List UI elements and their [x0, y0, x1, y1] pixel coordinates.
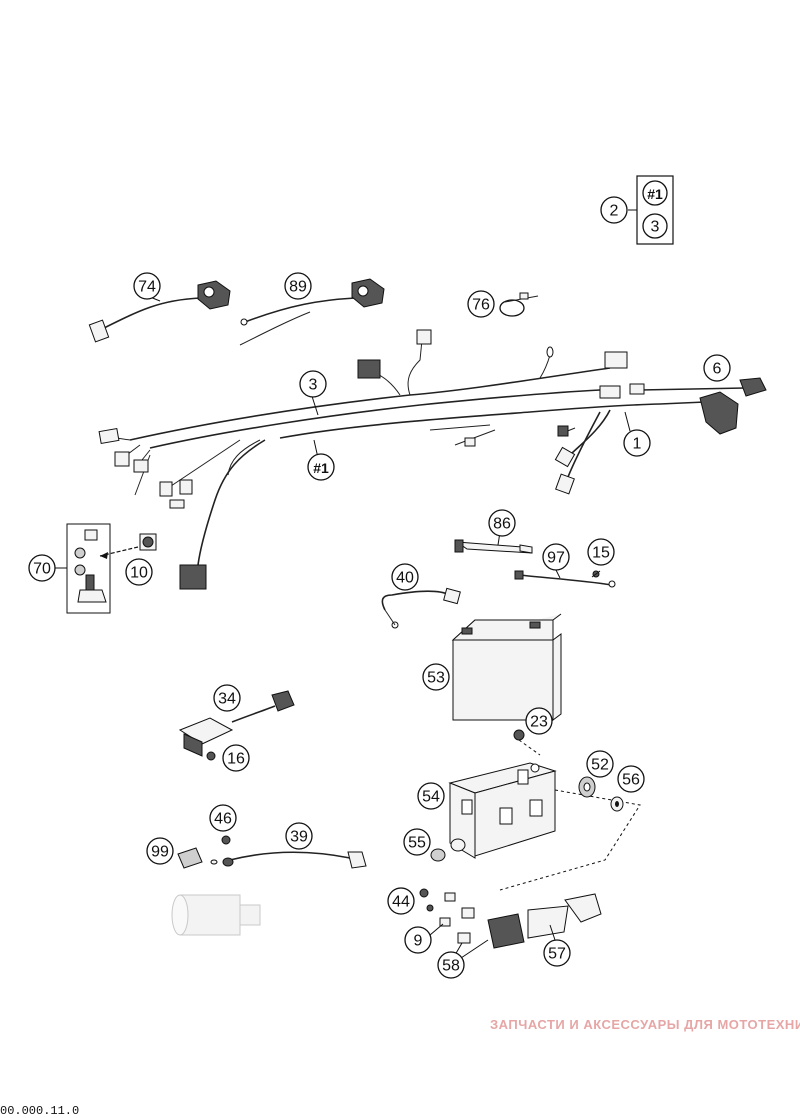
cable-89-drawing [239, 278, 385, 346]
callout-70[interactable]: 70 [28, 554, 56, 582]
callout-9-label: 9 [414, 933, 423, 950]
battery-box-54-drawing [448, 762, 641, 891]
callout-34-label: 34 [218, 691, 236, 708]
callout-89-label: 89 [289, 279, 307, 296]
callout-97-label: 97 [547, 550, 565, 567]
callout-2[interactable]: 2 [600, 196, 628, 224]
callout-89[interactable]: 89 [284, 272, 312, 300]
callout-3-label: 3 [309, 377, 318, 394]
callout-53[interactable]: 53 [422, 663, 450, 691]
callout-23-label: 23 [530, 714, 548, 731]
diagram-code: 00.000.11.0 [0, 1104, 80, 1118]
callout-1[interactable]: 1 [623, 429, 651, 457]
callout-99[interactable]: 99 [146, 837, 174, 865]
main-harness-drawing [98, 329, 739, 590]
cable-39-drawing [222, 851, 367, 869]
callout-39[interactable]: 39 [285, 822, 313, 850]
watermark-logo: ЗАПЧАСТИ И АКСЕССУАРЫ ДЛЯ МОТОТЕХНИКИ [490, 1017, 800, 1032]
box-70-drawing [66, 523, 111, 614]
callout-1-label: 1 [633, 436, 642, 453]
part-10-drawing [99, 533, 157, 559]
cap-99-drawing [177, 847, 218, 869]
callout-46[interactable]: 46 [209, 804, 237, 832]
screw-15-drawing [591, 570, 601, 578]
callout-2-label: 2 [610, 203, 619, 220]
callout-56-label: 56 [622, 772, 640, 789]
callout-74[interactable]: 74 [133, 272, 161, 300]
callout-16-label: 16 [227, 751, 245, 768]
legend-box: 2 #1 3 [600, 175, 674, 245]
callout-44[interactable]: 44 [387, 887, 415, 915]
callout-23[interactable]: 23 [525, 707, 553, 735]
legend-item-3-label: 3 [651, 219, 660, 236]
cable-tie-76-drawing [499, 292, 539, 317]
nut-46-drawing [221, 835, 231, 845]
callout-58-label: 58 [442, 958, 460, 975]
callout-86[interactable]: 86 [488, 509, 516, 537]
callout-57-label: 57 [548, 946, 566, 963]
callout-55[interactable]: 55 [403, 828, 431, 856]
callout-3[interactable]: 3 [299, 370, 327, 398]
relay-58-drawing [454, 907, 525, 961]
cable-6-drawing [629, 377, 767, 397]
watermark-tagline: ЗАПЧАСТИ И АКСЕССУАРЫ ДЛЯ МОТОТЕХНИКИ [490, 1017, 800, 1032]
callout-86-label: 86 [493, 516, 511, 533]
callout-10[interactable]: 10 [125, 558, 153, 586]
callout-57[interactable]: 57 [543, 939, 571, 967]
strap-86-drawing [454, 531, 533, 554]
grommet-52-drawing [578, 776, 596, 798]
callout-15[interactable]: 15 [587, 538, 615, 566]
callout-44-label: 44 [392, 894, 410, 911]
cable-40-drawing [381, 587, 461, 629]
callout-40[interactable]: 40 [391, 563, 419, 591]
callout-39-label: 39 [290, 829, 308, 846]
callout-15-label: 15 [592, 545, 610, 562]
regulator-34-drawing [178, 690, 295, 757]
callout-1-hash-label: #1 [313, 460, 329, 476]
callout-58[interactable]: 58 [437, 951, 465, 979]
callout-76-label: 76 [472, 297, 490, 314]
screw-44-drawing [419, 888, 434, 912]
legend-item-1-label: #1 [647, 186, 663, 202]
cable-97-drawing [514, 567, 616, 588]
legend-item-1[interactable]: #1 [642, 180, 668, 206]
callout-46-label: 46 [214, 811, 232, 828]
callout-74-label: 74 [138, 279, 156, 296]
screw-23-drawing [513, 729, 541, 756]
callout-40-label: 40 [396, 570, 414, 587]
callout-6[interactable]: 6 [703, 354, 731, 382]
bracket-57-drawing [527, 893, 602, 941]
callout-99-label: 99 [151, 844, 169, 861]
callout-9[interactable]: 9 [404, 926, 432, 954]
bushing-55-drawing [430, 838, 466, 862]
callout-10-label: 10 [130, 565, 148, 582]
screw-16-drawing [206, 751, 216, 761]
callout-34[interactable]: 34 [213, 684, 241, 712]
callout-54[interactable]: 54 [417, 782, 445, 810]
callout-97[interactable]: 97 [542, 543, 570, 571]
callout-52[interactable]: 52 [586, 750, 614, 778]
callout-1-hash[interactable]: #1 [307, 453, 335, 481]
callout-53-label: 53 [427, 670, 445, 687]
callout-6-label: 6 [713, 361, 722, 378]
callout-76[interactable]: 76 [467, 290, 495, 318]
callout-70-label: 70 [33, 561, 51, 578]
callout-54-label: 54 [422, 789, 440, 806]
callout-16[interactable]: 16 [222, 744, 250, 772]
sleeve-56-drawing [610, 796, 624, 812]
starter-motor-drawing [171, 894, 261, 936]
legend-item-3[interactable]: 3 [642, 213, 668, 239]
callout-55-label: 55 [408, 835, 426, 852]
fuse-9-drawing [429, 892, 456, 936]
battery-53-drawing [451, 613, 562, 721]
callout-52-label: 52 [591, 757, 609, 774]
cable-74-drawing [88, 280, 231, 343]
callout-56[interactable]: 56 [617, 765, 645, 793]
